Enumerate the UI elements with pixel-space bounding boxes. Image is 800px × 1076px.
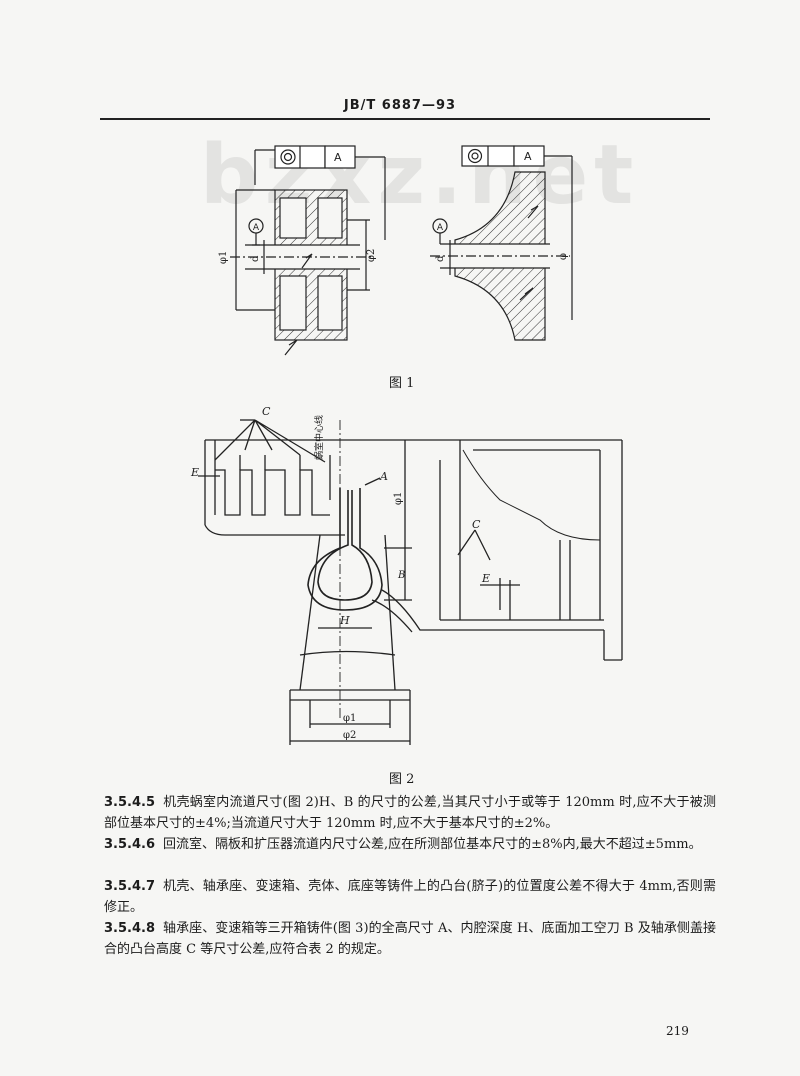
fig1-datum-right: A [437, 223, 444, 233]
paragraph-text: 轴承座、变速箱等三开箱铸件(图 3)的全高尺寸 A、内腔深度 H、底面加工空刀 … [104, 921, 716, 957]
paragraph-text: 机壳、轴承座、变速箱、壳体、底座等铸件上的凸台(脐子)的位置度公差不得大于 4m… [104, 879, 716, 915]
fig2-label-a: A [379, 470, 388, 483]
paragraph-text: 回流室、隔板和扩压器流道内尺寸公差,应在所测部位基本尺寸的±8%内,最大不超过±… [163, 837, 702, 852]
fig2-label-c-top: C [262, 405, 271, 418]
fig2-centerline-label: 蜗室中心线 [313, 415, 325, 460]
fig2-label-b: B [397, 570, 405, 581]
fig2-label-h: H [339, 614, 350, 627]
figure2-caption: 图 2 [389, 772, 415, 787]
fig1-phi2-label: φ2 [366, 249, 377, 262]
figure1-caption: 图 1 [389, 376, 415, 391]
fig2-label-phi2: φ2 [343, 730, 356, 741]
fig2-label-e-left: E [190, 466, 199, 479]
fig2-label-phi1: φ1 [343, 713, 356, 724]
paragraph-text: 机壳蜗室内流道尺寸(图 2)H、B 的尺寸的公差,当其尺寸小于或等于 120mm… [104, 795, 716, 831]
fig1-phi1-label: φ1 [218, 251, 229, 264]
fig1-frame-datum-left: A [334, 151, 342, 164]
watermark: bzxz.net [200, 128, 640, 223]
fig1-datum-left: A [253, 223, 260, 233]
figure1-right [430, 145, 573, 341]
paragraph-number: 3.5.4.6 [104, 837, 155, 852]
fig2-label-c-right: C [472, 518, 481, 531]
fig1-d-label-right: d [435, 255, 446, 262]
standard-header: JB/T 6887—93 [343, 98, 457, 113]
fig2-label-e-right: E [481, 572, 490, 585]
fig1-frame-datum-right: A [524, 150, 532, 163]
paragraph-3-5-4-6: 3.5.4.6 回流室、隔板和扩压器流道内尺寸公差,应在所测部位基本尺寸的±8%内… [104, 834, 716, 855]
figure1-left [230, 145, 386, 356]
figure2-drawing [198, 419, 623, 745]
paragraph-number: 3.5.4.5 [104, 795, 155, 810]
paragraph-number: 3.5.4.7 [104, 879, 155, 894]
fig1-d-label-left: d [250, 255, 261, 262]
paragraph-number: 3.5.4.8 [104, 921, 155, 936]
fig1-phi-label: φ [558, 253, 569, 260]
page-number: 219 [666, 1024, 689, 1038]
header-rule [100, 118, 710, 120]
fig2-label-phi1-vert: φ1 [393, 492, 404, 505]
